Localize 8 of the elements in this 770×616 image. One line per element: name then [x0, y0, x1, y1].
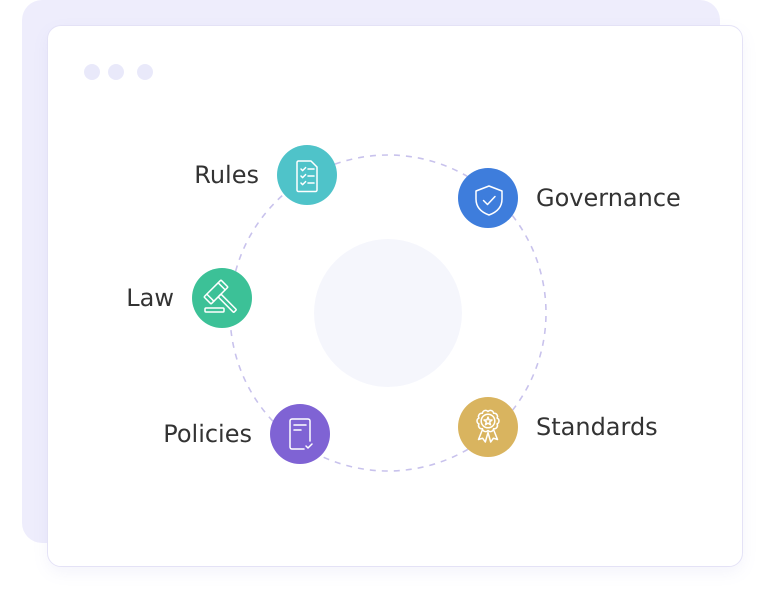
node-label: Law	[126, 283, 174, 313]
node-label: Governance	[536, 183, 681, 213]
dashed-arc-connector	[512, 215, 547, 410]
node-label: Standards	[536, 412, 658, 442]
dashed-arc-connector	[334, 154, 468, 178]
node-label: Rules	[194, 160, 259, 190]
node-label: Policies	[163, 419, 252, 449]
dashed-arc-connector	[234, 194, 284, 272]
